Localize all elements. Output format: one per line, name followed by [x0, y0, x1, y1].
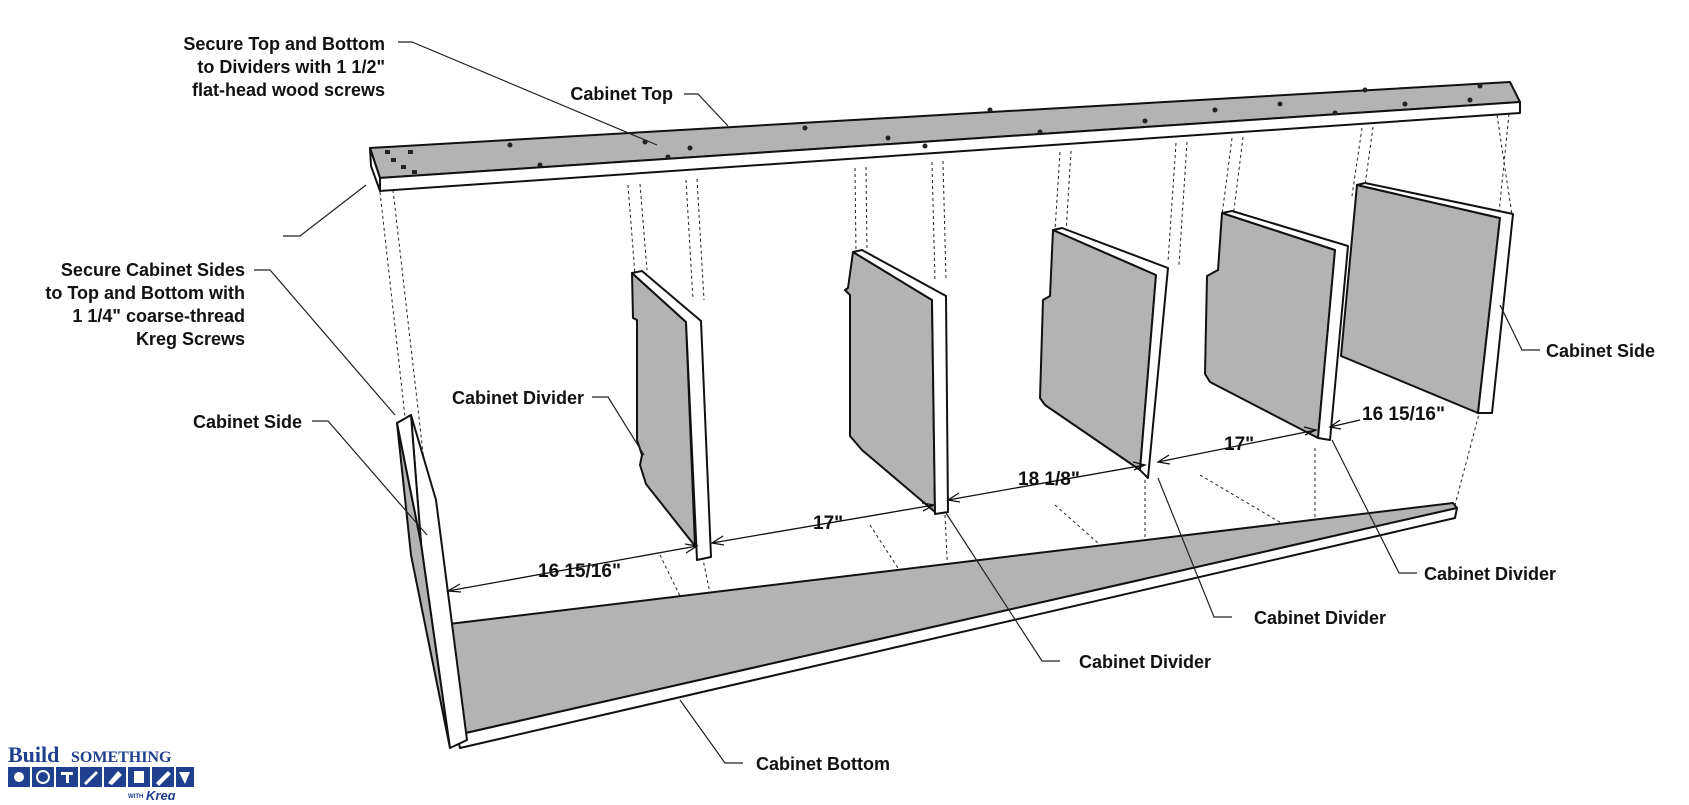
note-line-1: Secure Cabinet Sides	[61, 260, 245, 280]
label-cabinet-side-right: Cabinet Side	[1546, 341, 1655, 361]
cabinet-top-board	[369, 81, 1521, 192]
cabinet-divider-4	[1204, 210, 1349, 441]
cabinet-divider-1	[631, 270, 712, 561]
dimension-label-1: 16 15/16"	[538, 561, 621, 582]
note-secure-sides: Secure Cabinet Sides to Top and Bottom w…	[45, 260, 245, 349]
note-line-1: Secure Top and Bottom	[183, 34, 385, 54]
logo-kreg: Kreg	[146, 788, 176, 800]
label-cabinet-bottom: Cabinet Bottom	[756, 754, 890, 774]
note-line-4: Kreg Screws	[136, 329, 245, 349]
label-cabinet-top: Cabinet Top	[570, 84, 673, 104]
dimension-lines	[445, 419, 1361, 593]
cabinet-divider-3	[1039, 227, 1169, 479]
cabinet-side-right	[1340, 182, 1514, 414]
screw-holes	[385, 83, 1483, 174]
note-secure-top-bottom: Secure Top and Bottom to Dividers with 1…	[183, 34, 385, 100]
logo-word-something: SOMETHING	[71, 749, 172, 766]
label-cabinet-side-left: Cabinet Side	[193, 412, 302, 432]
note-line-3: 1 1/4" coarse-thread	[72, 306, 245, 326]
label-cabinet-divider-4: Cabinet Divider	[1424, 564, 1556, 584]
build-something-kreg-logo: Build SOMETHING WITH Kreg	[8, 742, 194, 803]
dimension-label-4: 17"	[1224, 434, 1254, 455]
label-cabinet-divider-2: Cabinet Divider	[1079, 652, 1211, 672]
logo-with: WITH	[128, 794, 143, 800]
dimension-label-5: 16 15/16"	[1362, 404, 1445, 425]
leader-lines	[254, 41, 1540, 764]
note-line-2: to Dividers with 1 1/2"	[197, 57, 385, 77]
label-cabinet-divider-1: Cabinet Divider	[452, 388, 584, 408]
note-line-2: to Top and Bottom with	[45, 283, 245, 303]
label-cabinet-divider-3: Cabinet Divider	[1254, 608, 1386, 628]
logo-tool-icons	[8, 767, 194, 787]
cabinet-divider-2	[844, 249, 949, 515]
logo-word-build: Build	[8, 742, 59, 767]
dimension-label-2: 17"	[813, 513, 843, 534]
dimension-label-3: 18 1/8"	[1018, 469, 1080, 490]
cabinet-side-left	[396, 414, 468, 749]
note-line-3: flat-head wood screws	[192, 80, 385, 100]
